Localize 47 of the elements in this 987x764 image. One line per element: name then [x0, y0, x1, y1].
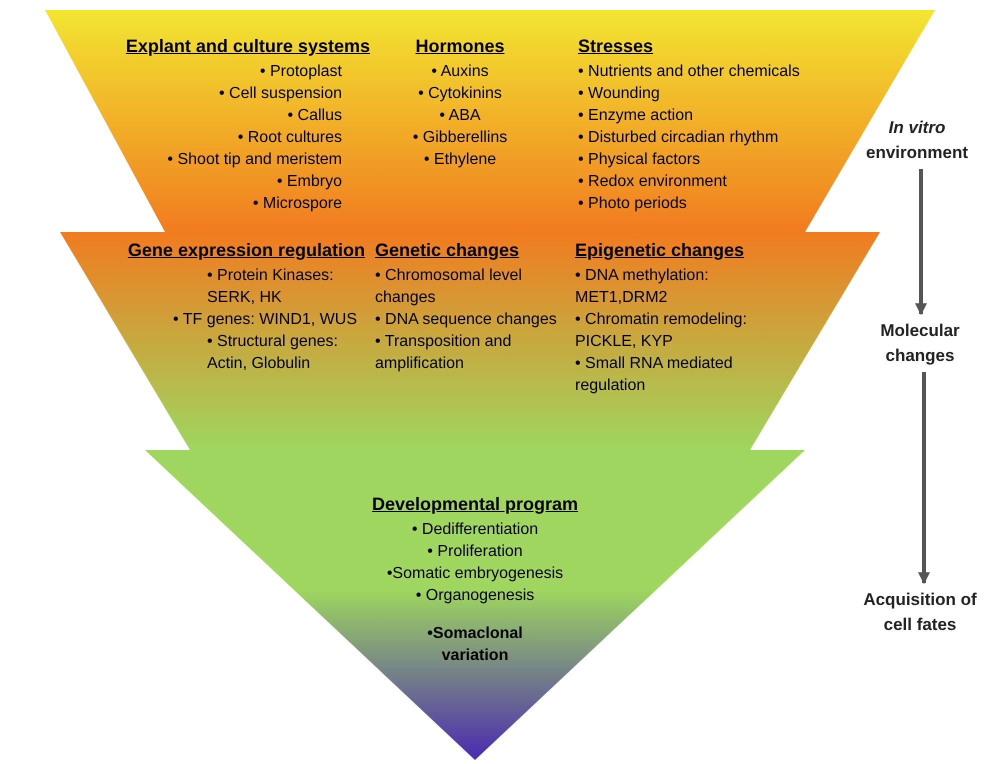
list-item: • Protein Kinases: SERK, HK	[207, 266, 335, 308]
stage-label: In vitro environment	[852, 115, 982, 165]
list-item: • Protoplast	[260, 62, 342, 82]
list-item: •Somatic embryogenesis	[386, 564, 564, 584]
list-item: • Callus	[287, 106, 342, 126]
section-heading: Epigenetic changes	[575, 240, 744, 261]
list-item: • Small RNA mediated regulation	[575, 354, 734, 396]
list-item: • Embryo	[276, 172, 342, 192]
list-item: • Cell suspension	[219, 84, 342, 104]
section-heading: Genetic changes	[375, 240, 520, 261]
list-item: • Physical factors	[578, 150, 700, 170]
list-item: • Chromatin remodeling: PICKLE, KYP	[575, 310, 748, 352]
list-item: • Gibberellins	[412, 128, 508, 148]
list-item: • Transposition and amplification	[375, 332, 512, 374]
arrow	[918, 372, 930, 584]
stage-label: Acquisition of cell fates	[855, 587, 985, 637]
stage-label: Molecular changes	[855, 318, 985, 368]
section-heading: Developmental program	[372, 494, 578, 515]
list-item: • Proliferation	[427, 542, 523, 562]
section-heading: Hormones	[415, 36, 504, 57]
list-item: • Dedifferentiation	[412, 520, 538, 540]
list-item: • DNA sequence changes	[375, 310, 557, 330]
list-item: • Disturbed circadian rhythm	[578, 128, 778, 148]
list-item: • Ethylene	[424, 150, 496, 170]
list-item: • Cytokinins	[418, 84, 502, 104]
section-heading: Gene expression regulation	[128, 240, 365, 261]
list-item: • Enzyme action	[578, 106, 693, 126]
section-heading: Explant and culture systems	[126, 36, 370, 57]
arrow	[915, 169, 927, 316]
list-item: • Root cultures	[238, 128, 342, 148]
trapezoid-band	[60, 232, 880, 450]
list-item: • Organogenesis	[416, 586, 534, 606]
list-item: • Chromosomal level changes	[375, 266, 523, 308]
list-item: • Redox environment	[578, 172, 727, 192]
list-item: • DNA methylation: MET1,DRM2	[575, 266, 710, 308]
section-heading: Stresses	[578, 36, 654, 57]
list-item: • Wounding	[578, 84, 660, 104]
triangle-band	[145, 450, 805, 760]
list-item: • Nutrients and other chemicals	[578, 62, 800, 82]
list-item: • TF genes: WIND1, WUS	[172, 310, 357, 330]
list-item: • Microspore	[252, 194, 342, 214]
list-item: • Structural genes: Actin, Globulin	[207, 332, 339, 374]
list-item: • Shoot tip and meristem	[167, 150, 342, 170]
list-item: • ABA	[439, 106, 481, 126]
list-item: •Somaclonal variation	[426, 624, 524, 666]
list-item: • Auxins	[431, 62, 489, 82]
list-item: • Photo periods	[578, 194, 687, 214]
